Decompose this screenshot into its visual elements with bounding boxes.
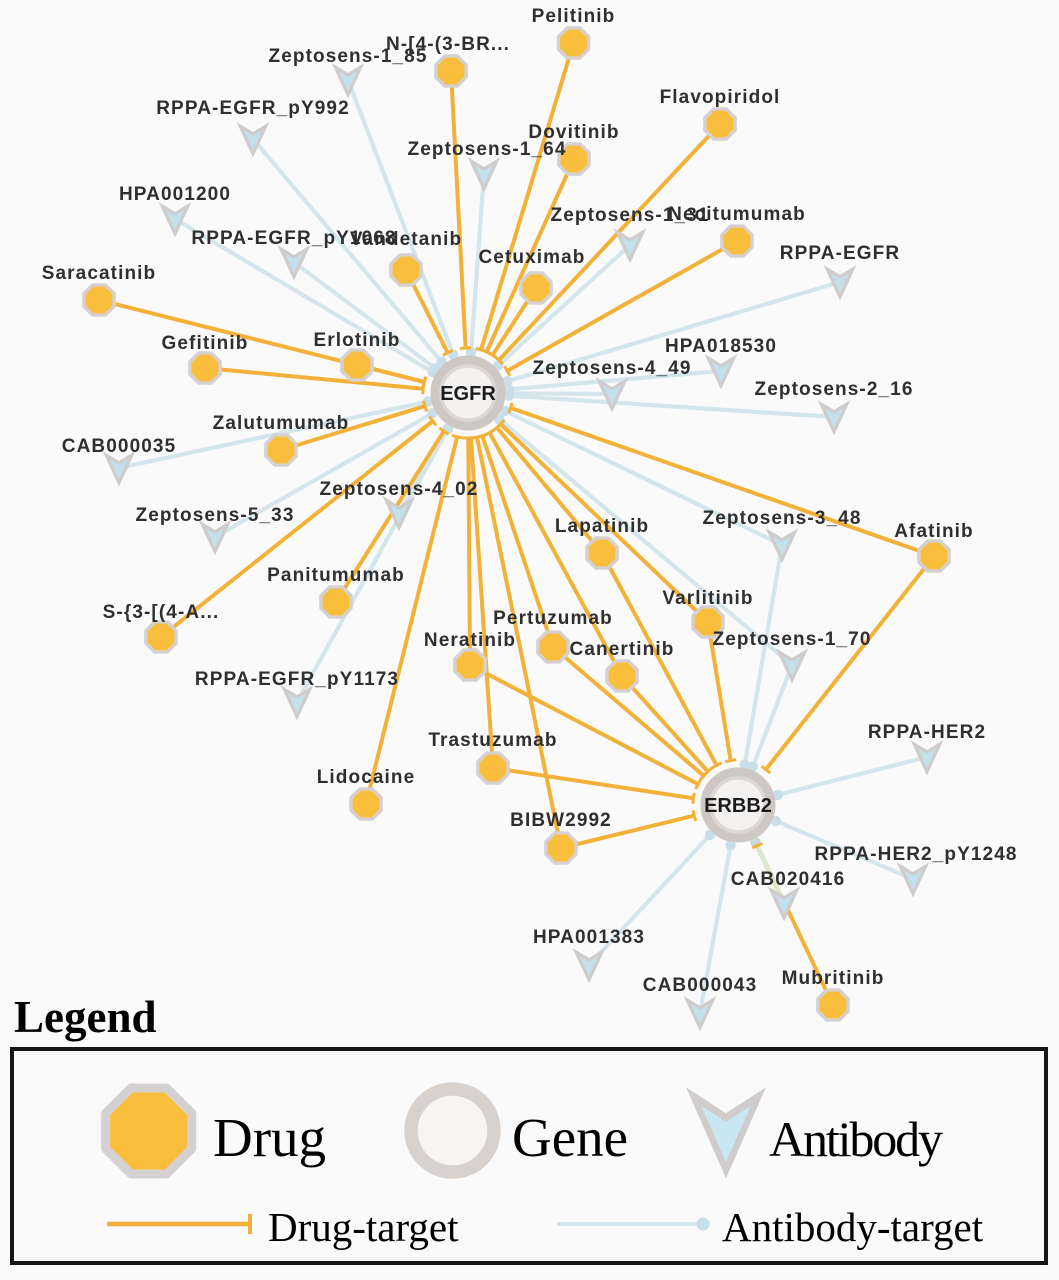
svg-text:Mubritinib: Mubritinib bbox=[782, 968, 885, 989]
svg-text:Zeptosens-1_70: Zeptosens-1_70 bbox=[712, 629, 871, 650]
svg-text:ERBB2: ERBB2 bbox=[704, 795, 772, 817]
svg-text:Neratinib: Neratinib bbox=[424, 630, 516, 651]
svg-text:Gene: Gene bbox=[512, 1107, 628, 1168]
svg-text:RPPA-EGFR_pY992: RPPA-EGFR_pY992 bbox=[156, 98, 350, 119]
svg-text:Zeptosens-1_85: Zeptosens-1_85 bbox=[268, 46, 427, 67]
svg-text:Cetuximab: Cetuximab bbox=[478, 247, 585, 268]
svg-text:Varlitinib: Varlitinib bbox=[662, 588, 753, 609]
svg-text:Zeptosens-1_64: Zeptosens-1_64 bbox=[407, 139, 566, 160]
svg-text:Antibody-target: Antibody-target bbox=[722, 1204, 984, 1250]
svg-text:Trastuzumab: Trastuzumab bbox=[428, 730, 557, 751]
svg-text:Zeptosens-2_16: Zeptosens-2_16 bbox=[754, 379, 913, 400]
svg-text:Zeptosens-1_31: Zeptosens-1_31 bbox=[550, 205, 709, 226]
svg-text:Zeptosens-5_33: Zeptosens-5_33 bbox=[135, 505, 294, 526]
svg-text:Zalutumumab: Zalutumumab bbox=[213, 413, 350, 434]
svg-text:HPA001200: HPA001200 bbox=[119, 184, 231, 205]
svg-text:Zeptosens-4_02: Zeptosens-4_02 bbox=[319, 479, 478, 500]
svg-text:RPPA-EGFR_pY1068: RPPA-EGFR_pY1068 bbox=[191, 228, 396, 249]
svg-text:S-{3-[(4-A...: S-{3-[(4-A... bbox=[103, 602, 220, 623]
svg-text:Afatinib: Afatinib bbox=[894, 521, 974, 542]
svg-text:RPPA-HER2_pY1248: RPPA-HER2_pY1248 bbox=[814, 844, 1017, 865]
svg-text:Legend: Legend bbox=[14, 992, 157, 1042]
svg-text:Necitumumab: Necitumumab bbox=[668, 204, 806, 225]
svg-text:Gefitinib: Gefitinib bbox=[162, 333, 249, 354]
svg-text:Vandetanib: Vandetanib bbox=[350, 229, 462, 250]
svg-text:CAB000035: CAB000035 bbox=[62, 436, 176, 457]
svg-text:Panitumumab: Panitumumab bbox=[267, 565, 405, 586]
svg-text:N-[4-(3-BR...: N-[4-(3-BR... bbox=[386, 34, 510, 55]
svg-text:Zeptosens-3_48: Zeptosens-3_48 bbox=[702, 508, 861, 529]
svg-text:Saracatinib: Saracatinib bbox=[42, 263, 157, 284]
svg-text:RPPA-HER2: RPPA-HER2 bbox=[868, 722, 986, 743]
svg-text:Zeptosens-4_49: Zeptosens-4_49 bbox=[532, 358, 691, 379]
svg-text:CAB000043: CAB000043 bbox=[643, 975, 757, 996]
svg-text:RPPA-EGFR: RPPA-EGFR bbox=[780, 243, 900, 264]
svg-text:Drug-target: Drug-target bbox=[268, 1204, 459, 1250]
svg-text:BIBW2992: BIBW2992 bbox=[510, 810, 612, 831]
svg-text:Drug: Drug bbox=[213, 1107, 326, 1168]
svg-text:EGFR: EGFR bbox=[440, 383, 496, 405]
svg-text:Antibody: Antibody bbox=[769, 1111, 943, 1167]
svg-text:HPA018530: HPA018530 bbox=[665, 336, 777, 357]
svg-text:RPPA-EGFR_pY1173: RPPA-EGFR_pY1173 bbox=[195, 669, 399, 690]
svg-text:Lidocaine: Lidocaine bbox=[317, 767, 416, 788]
svg-text:Pertuzumab: Pertuzumab bbox=[493, 608, 613, 629]
svg-text:Lapatinib: Lapatinib bbox=[555, 516, 649, 537]
svg-text:CAB020416: CAB020416 bbox=[731, 869, 845, 890]
svg-text:HPA001383: HPA001383 bbox=[533, 927, 645, 948]
svg-text:Canertinib: Canertinib bbox=[570, 639, 675, 660]
svg-text:Dovitinib: Dovitinib bbox=[528, 122, 619, 143]
svg-text:Pelitinib: Pelitinib bbox=[532, 6, 616, 27]
svg-text:Erlotinib: Erlotinib bbox=[314, 330, 401, 351]
svg-text:Flavopiridol: Flavopiridol bbox=[660, 87, 781, 108]
